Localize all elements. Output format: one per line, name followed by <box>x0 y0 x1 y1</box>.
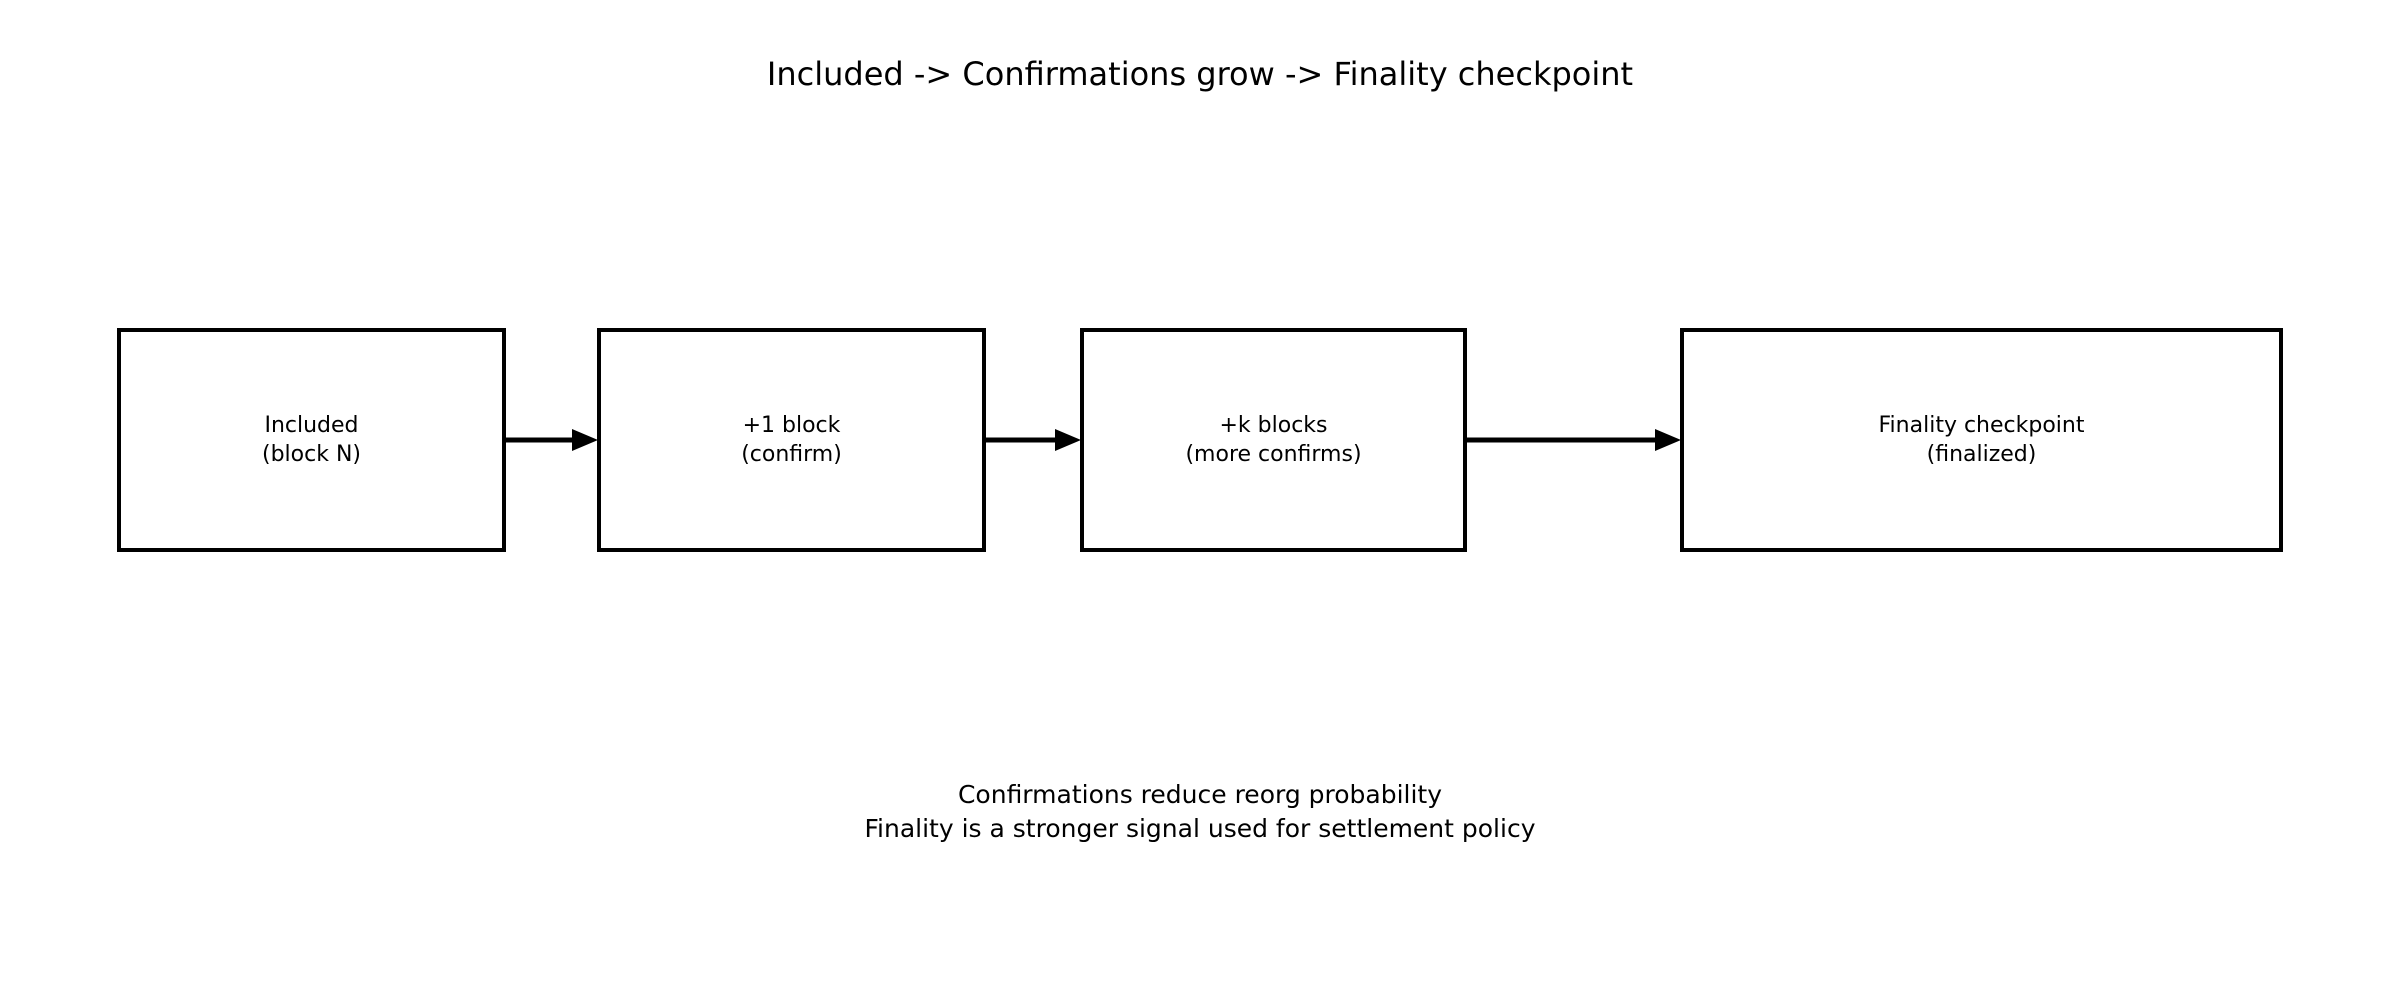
arrow-right-icon-svg <box>1467 429 1681 451</box>
node-one-block-line1: +1 block <box>742 413 841 438</box>
arrow-right-icon <box>1467 418 1681 462</box>
arrow-right-icon <box>986 418 1081 462</box>
arrow-right-icon <box>506 418 598 462</box>
arrow-head <box>1655 429 1681 451</box>
arrow-head <box>1055 429 1081 451</box>
arrow-right-icon-svg <box>506 429 598 451</box>
flow-row: Included (block N) +1 block (confirm) +k… <box>0 328 2400 552</box>
node-finality-line1: Finality checkpoint <box>1878 413 2085 438</box>
node-k-blocks-line1: +k blocks <box>1219 413 1328 438</box>
node-one-block[interactable]: +1 block (confirm) <box>597 328 986 552</box>
node-included-line2: (block N) <box>262 442 361 467</box>
node-one-block-line2: (confirm) <box>741 442 842 467</box>
caption-line-1: Confirmations reduce reorg probability <box>957 780 1443 809</box>
page-title: Included -> Confirmations grow -> Finali… <box>766 55 1634 93</box>
figure-caption: Confirmations reduce reorg probability F… <box>0 778 2400 846</box>
caption-line-2: Finality is a stronger signal used for s… <box>864 814 1536 843</box>
node-finality-line2: (finalized) <box>1926 442 2037 467</box>
arrow-head <box>572 429 598 451</box>
node-k-blocks[interactable]: +k blocks (more confirms) <box>1080 328 1467 552</box>
node-included[interactable]: Included (block N) <box>117 328 506 552</box>
node-included-line1: Included <box>264 413 359 438</box>
node-finality[interactable]: Finality checkpoint (finalized) <box>1680 328 2283 552</box>
arrow-right-icon-svg <box>986 429 1081 451</box>
node-k-blocks-line2: (more confirms) <box>1185 442 1362 467</box>
